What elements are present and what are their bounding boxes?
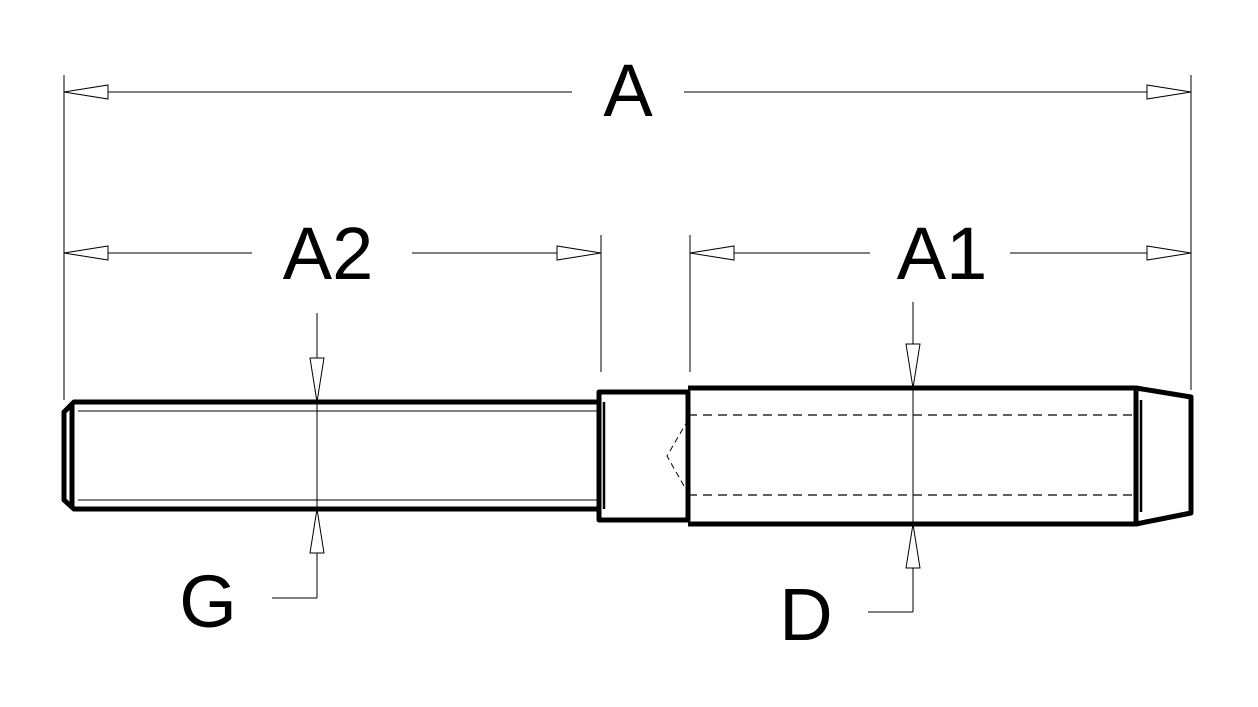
- arrowhead-down-icon: [309, 357, 325, 403]
- threaded-stud: [61, 399, 606, 512]
- arrowhead-down-icon: [905, 343, 921, 389]
- collar: [596, 389, 691, 523]
- dimension-label-a: A: [603, 49, 653, 132]
- dimension-label-d: D: [779, 573, 832, 656]
- arrowhead-up-icon: [905, 523, 921, 569]
- dimension-a2: A2: [63, 212, 602, 372]
- arrowhead-right-icon: [1146, 84, 1192, 100]
- dimension-a: A: [63, 49, 1192, 400]
- dimension-g: G: [179, 313, 325, 643]
- dimension-a1: A1: [689, 212, 1192, 372]
- drill-point-hidden: [666, 419, 689, 494]
- arrowhead-right-icon: [1146, 245, 1192, 261]
- arrowhead-left-icon: [63, 245, 109, 261]
- dimension-label-g: G: [179, 560, 237, 643]
- arrowhead-up-icon: [309, 508, 325, 554]
- swage-body: [688, 385, 1194, 527]
- dimension-d: D: [779, 302, 921, 656]
- arrowhead-right-icon: [556, 245, 602, 261]
- collar-outline: [596, 389, 691, 523]
- dimension-label-a1: A1: [897, 212, 988, 295]
- stud-outline: [61, 399, 598, 512]
- arrowhead-left-icon: [63, 84, 109, 100]
- arrowhead-left-icon: [689, 245, 735, 261]
- dimension-label-a2: A2: [283, 212, 374, 295]
- body-outline: [688, 385, 1194, 527]
